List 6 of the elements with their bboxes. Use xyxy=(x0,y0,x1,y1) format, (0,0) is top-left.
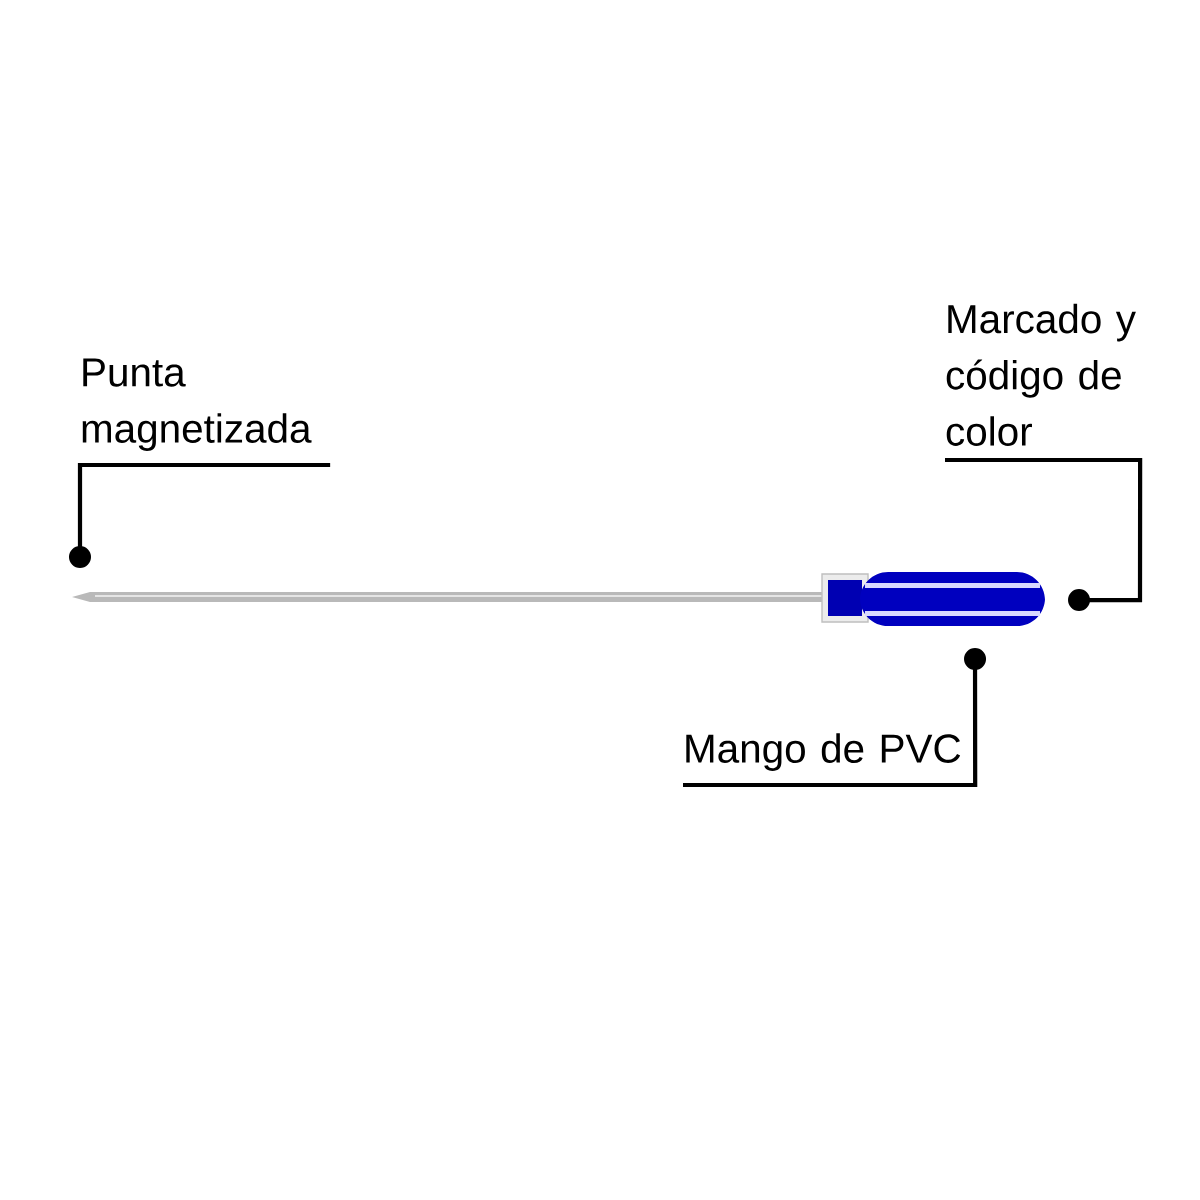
leader-line xyxy=(683,648,987,788)
callout-text: Mango de PVC xyxy=(686,733,961,771)
callout-text: Punta magnetizada xyxy=(82,358,312,451)
callout-text: Marcado y código de color xyxy=(946,303,1136,446)
leader-line xyxy=(69,462,331,568)
leader-line xyxy=(945,457,1143,611)
